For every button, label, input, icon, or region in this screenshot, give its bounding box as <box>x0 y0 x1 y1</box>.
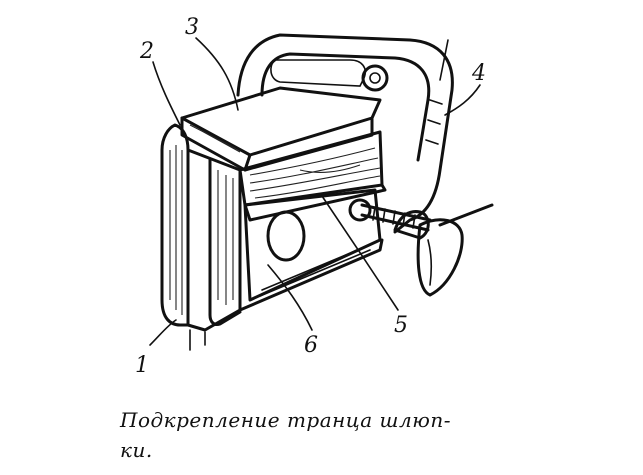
label-1: 1 <box>135 353 149 378</box>
leader-lines <box>149 37 481 346</box>
face-plate <box>238 188 384 312</box>
clamp-screw <box>348 198 494 297</box>
transom-board <box>160 123 242 351</box>
transom-reinforcement-drawing: 1 2 3 4 5 6 <box>135 15 494 378</box>
caption-line-1: Подкрепление транца шлюп- <box>120 408 451 432</box>
label-4: 4 <box>471 61 486 86</box>
label-3: 3 <box>185 15 199 40</box>
label-5: 5 <box>394 313 408 338</box>
label-6: 6 <box>304 333 318 358</box>
label-2: 2 <box>139 39 154 64</box>
lower-plank <box>238 130 387 222</box>
figure-caption: Подкрепление транца шлюп- ки. <box>120 405 540 465</box>
clamp-frame <box>236 33 454 234</box>
caption-line-2: ки. <box>120 438 153 462</box>
